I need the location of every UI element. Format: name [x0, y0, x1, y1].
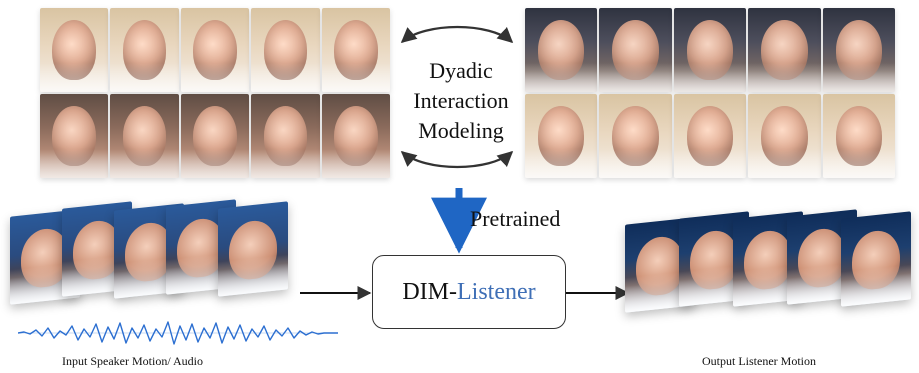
listener-motion-stack	[625, 205, 911, 313]
dyadic-line-3: Modeling	[418, 118, 504, 143]
listener-frame	[841, 211, 911, 307]
dim-listener-box: DIM-Listener	[372, 255, 566, 329]
face-thumbnail	[40, 8, 109, 92]
dim-prefix: DIM-	[402, 279, 457, 305]
face-thumbnail	[599, 94, 672, 178]
dyadic-faces-left-grid	[40, 8, 390, 178]
face-thumbnail	[525, 8, 598, 92]
face-thumbnail	[251, 8, 320, 92]
face-thumbnail	[180, 8, 250, 92]
dyadic-line-2: Interaction	[413, 88, 509, 113]
input-caption: Input Speaker Motion/ Audio	[62, 354, 203, 368]
output-caption: Output Listener Motion	[702, 354, 816, 368]
face-thumbnail	[673, 8, 747, 92]
speaker-motion-stack	[10, 195, 300, 305]
face-thumbnail	[599, 8, 672, 92]
face-thumbnail	[110, 8, 179, 92]
pretrained-label: Pretrained	[470, 206, 561, 231]
face-thumbnail	[748, 8, 821, 92]
dyadic-interaction-modeling-label: Dyadic Interaction Modeling	[406, 56, 516, 146]
face-thumbnail	[822, 8, 895, 92]
dyadic-faces-right-grid	[525, 8, 895, 178]
listener-suffix: Listener	[457, 279, 536, 305]
dyadic-line-1: Dyadic	[429, 58, 493, 83]
face-thumbnail	[110, 94, 179, 178]
speaker-frame	[218, 201, 288, 297]
face-thumbnail	[251, 94, 320, 178]
face-thumbnail	[822, 94, 895, 178]
face-thumbnail	[321, 8, 390, 92]
cycle-arrow-bottom	[400, 150, 514, 169]
face-thumbnail	[748, 94, 821, 178]
audio-waveform-icon	[18, 321, 338, 345]
cycle-arrow-top	[400, 25, 514, 44]
face-thumbnail	[180, 94, 250, 178]
face-thumbnail	[525, 94, 598, 178]
face-thumbnail	[40, 94, 109, 178]
face-thumbnail	[321, 94, 390, 178]
face-thumbnail	[673, 94, 747, 178]
